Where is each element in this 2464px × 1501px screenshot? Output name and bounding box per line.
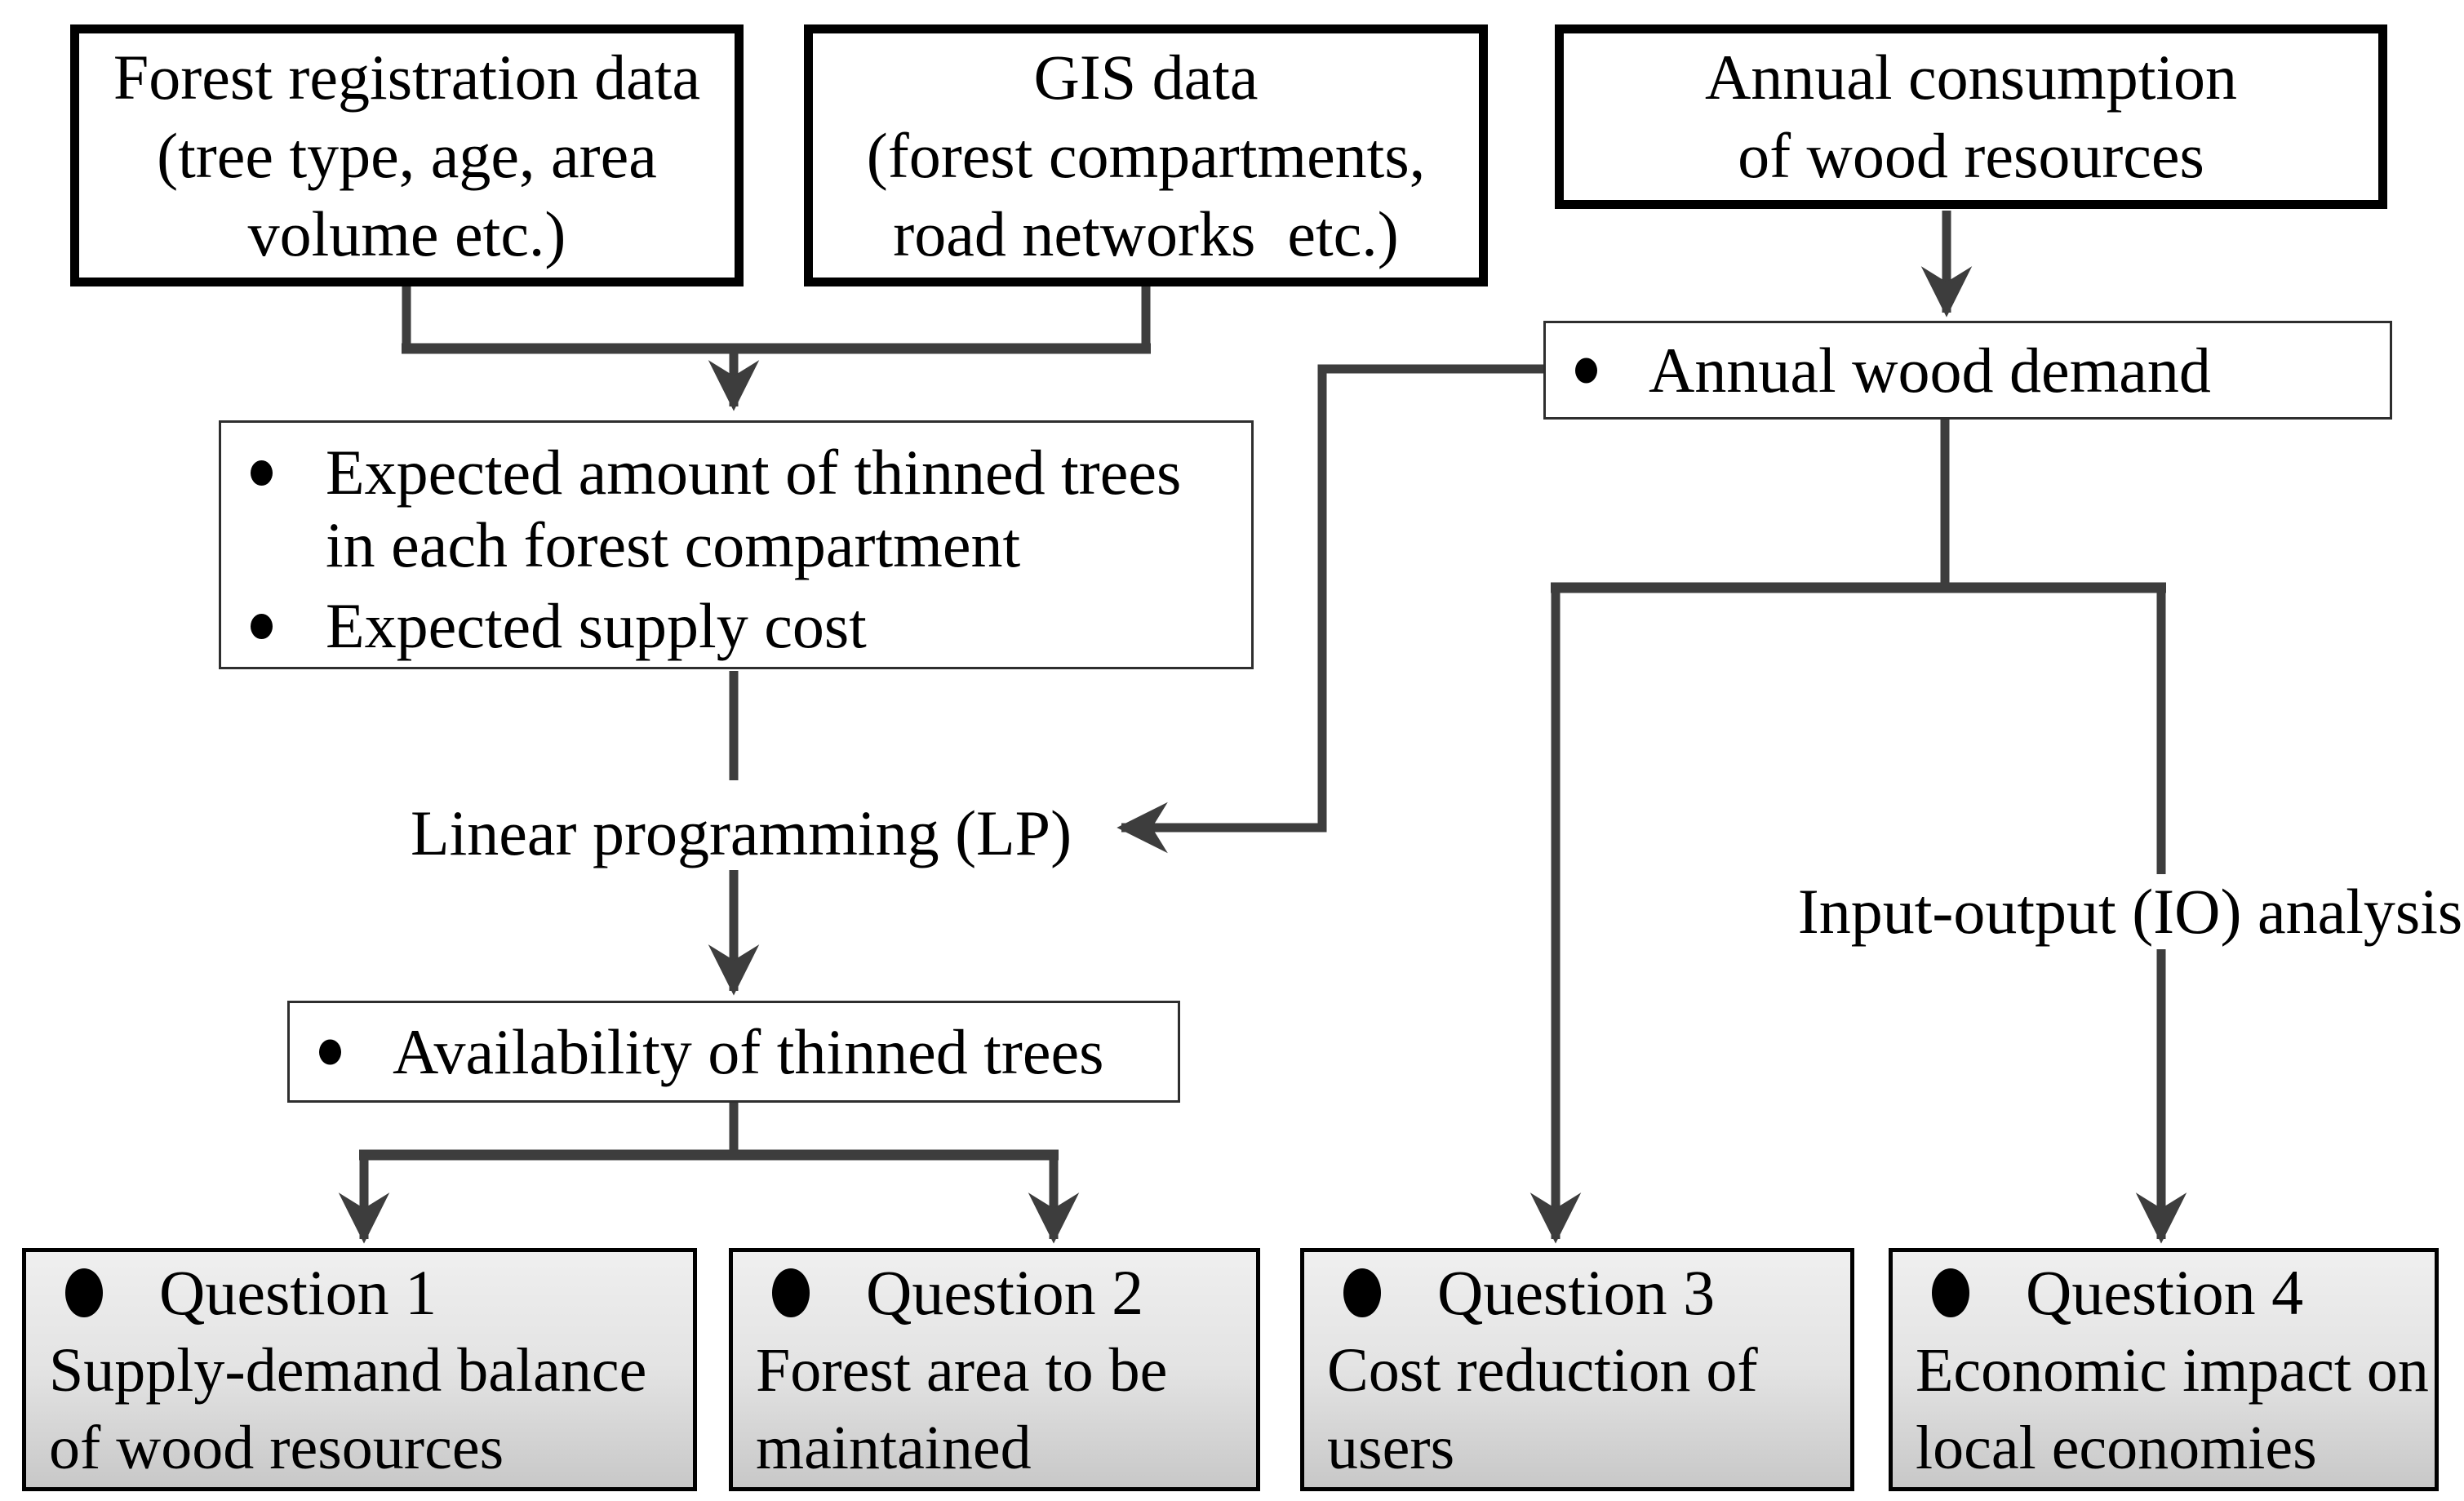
expected-item-supply-cost: Expected supply cost (221, 589, 1251, 662)
expected-item-thinned-trees: Expected amount of thinned trees in each… (221, 436, 1251, 581)
question-1-box: Question 1 Supply-demand balance of wood… (22, 1248, 697, 1491)
bullet-icon (1343, 1268, 1381, 1317)
annual-consumption-box: Annual consumption of wood resources (1555, 24, 2387, 209)
box-line: Forest registration data (113, 41, 701, 113)
expected-item-line: Expected amount of thinned trees (326, 437, 1182, 508)
linear-programming-label: Linear programming (LP) (410, 797, 1072, 868)
box-line: of wood resources (1738, 120, 2204, 191)
forest-registration-text: Forest registration data (tree type, age… (79, 33, 735, 278)
question-2-title: Question 2 (866, 1257, 1144, 1328)
bullet-icon (65, 1268, 103, 1317)
question-3-line: users (1327, 1414, 1455, 1482)
question-1-line: Supply-demand balance (49, 1336, 647, 1405)
box-line: GIS data (1033, 41, 1259, 113)
input-output-analysis-label: Input-output (IO) analysis (1763, 874, 2464, 949)
question-3-box: Question 3 Cost reduction of users (1300, 1248, 1854, 1491)
bullet-icon (319, 1039, 341, 1064)
question-1-title-row: Question 1 (26, 1254, 693, 1332)
availability-row: Availability of thinned trees (290, 1003, 1178, 1100)
box-line: (tree type, age, area (157, 119, 657, 191)
annual-wood-demand-box: Annual wood demand (1543, 321, 2392, 420)
expected-results-box: Expected amount of thinned trees in each… (219, 420, 1254, 669)
question-1-line: of wood resources (49, 1414, 504, 1482)
question-2-title-row: Question 2 (733, 1254, 1256, 1332)
box-line: volume etc.) (247, 198, 566, 269)
question-1-title: Question 1 (159, 1257, 437, 1328)
question-4-line: Economic impact on (1916, 1336, 2429, 1405)
question-4-box: Question 4 Economic impact on local econ… (1889, 1248, 2439, 1491)
question-4-title: Question 4 (2026, 1257, 2304, 1328)
annual-consumption-text: Annual consumption of wood resources (1564, 33, 2378, 200)
availability-label: Availability of thinned trees (393, 1015, 1104, 1087)
box-line: (forest compartments, (866, 119, 1426, 191)
expected-item-line: Expected supply cost (326, 590, 867, 661)
forest-registration-data-box: Forest registration data (tree type, age… (70, 24, 744, 286)
question-3-title-row: Question 3 (1304, 1254, 1850, 1332)
bullet-icon (1932, 1268, 1969, 1317)
question-2-line: maintained (756, 1414, 1032, 1482)
annual-wood-demand-row: Annual wood demand (1546, 323, 2390, 417)
box-line: road networks etc.) (893, 198, 1399, 269)
bullet-icon (772, 1268, 810, 1317)
question-4-title-row: Question 4 (1893, 1254, 2435, 1332)
question-2-box: Question 2 Forest area to be maintained (729, 1248, 1260, 1491)
availability-box: Availability of thinned trees (287, 1001, 1180, 1103)
bullet-icon (251, 614, 273, 639)
gis-data-box: GIS data (forest compartments, road netw… (804, 24, 1488, 286)
bullet-icon (1575, 357, 1597, 383)
question-2-line: Forest area to be (756, 1336, 1168, 1405)
annual-wood-demand-label: Annual wood demand (1649, 334, 2211, 406)
box-line: Annual consumption (1704, 42, 2238, 113)
bullet-icon (251, 460, 273, 486)
connector-demand-to-lp (1117, 364, 1543, 854)
question-3-title: Question 3 (1437, 1257, 1716, 1328)
expected-item-line: in each forest compartment (326, 509, 1021, 580)
question-4-line: local economies (1916, 1414, 2317, 1482)
question-3-line: Cost reduction of (1327, 1336, 1758, 1405)
gis-data-text: GIS data (forest compartments, road netw… (813, 33, 1479, 278)
